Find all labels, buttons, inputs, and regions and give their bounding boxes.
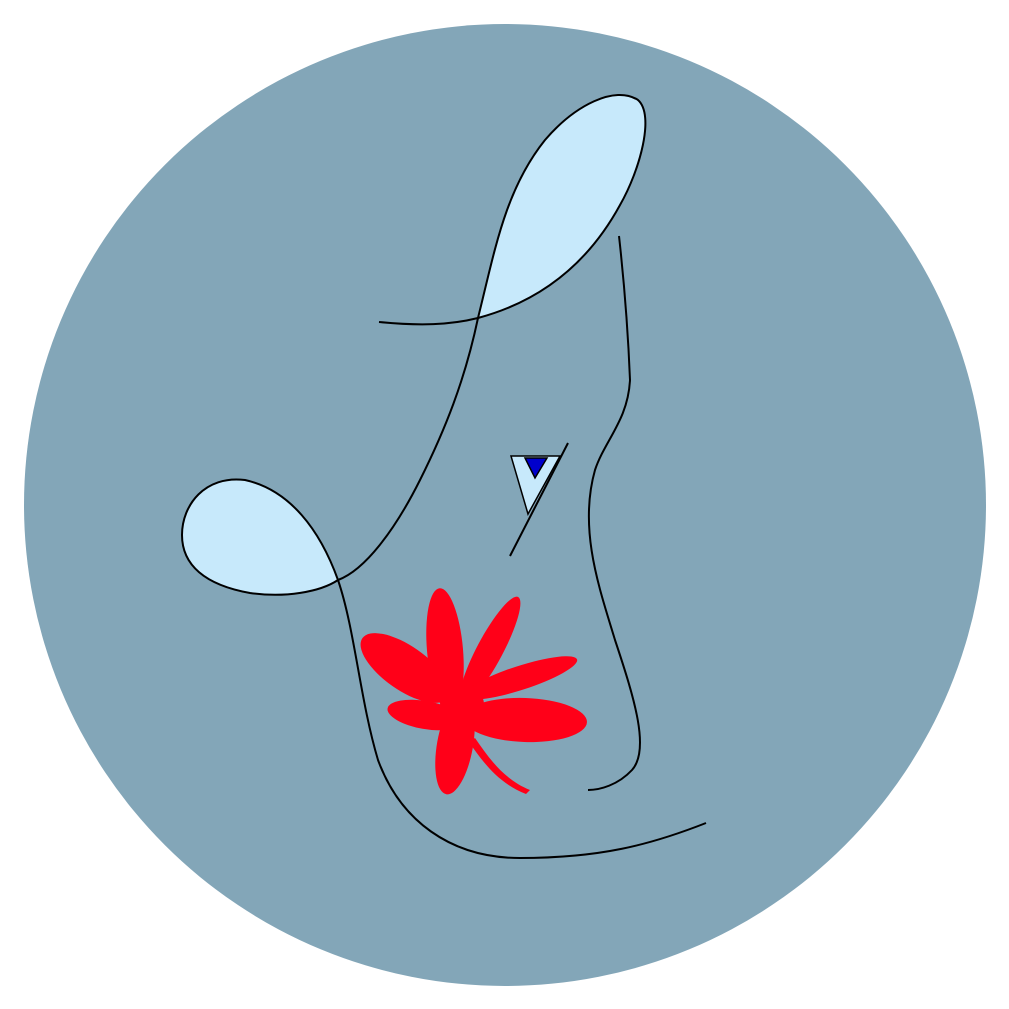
long-black-line [336, 316, 707, 860]
right-black-line [587, 235, 642, 791]
triangle-stroke [509, 442, 569, 557]
red-flower [360, 588, 587, 795]
small-pale-triangle [509, 455, 562, 516]
flower-stem [469, 738, 530, 794]
flower-petal [459, 596, 521, 704]
left-pale-blue-leaf [180, 478, 340, 596]
round-disc [24, 24, 986, 986]
flower-center [440, 683, 484, 727]
flower-petal [462, 656, 578, 700]
flower-petal [463, 697, 587, 743]
dark-blue-triangle [523, 457, 549, 480]
flower-petal [360, 633, 450, 703]
upper-pale-blue-leaf [476, 94, 647, 320]
